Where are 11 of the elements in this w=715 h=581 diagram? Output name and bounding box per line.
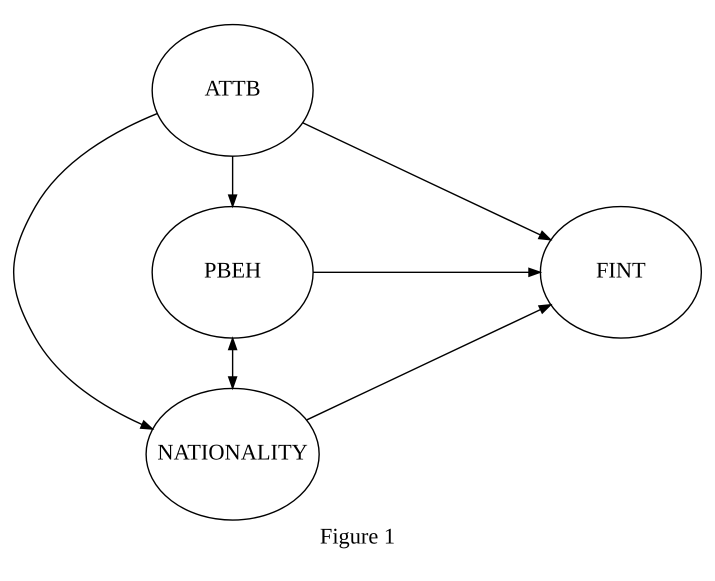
arrow [302,122,552,241]
node-ellipse: ATTB [151,24,314,157]
arrow [313,267,542,278]
arrow [228,336,238,390]
node-ellipse: PBEH [151,206,314,339]
node-ellipse: FINT [540,206,702,339]
arrow [228,156,238,208]
arrow [13,113,158,430]
node-ellipse: NATIONALITY [145,388,320,521]
arrow [306,304,553,420]
caption: Figure 1 [320,524,396,549]
